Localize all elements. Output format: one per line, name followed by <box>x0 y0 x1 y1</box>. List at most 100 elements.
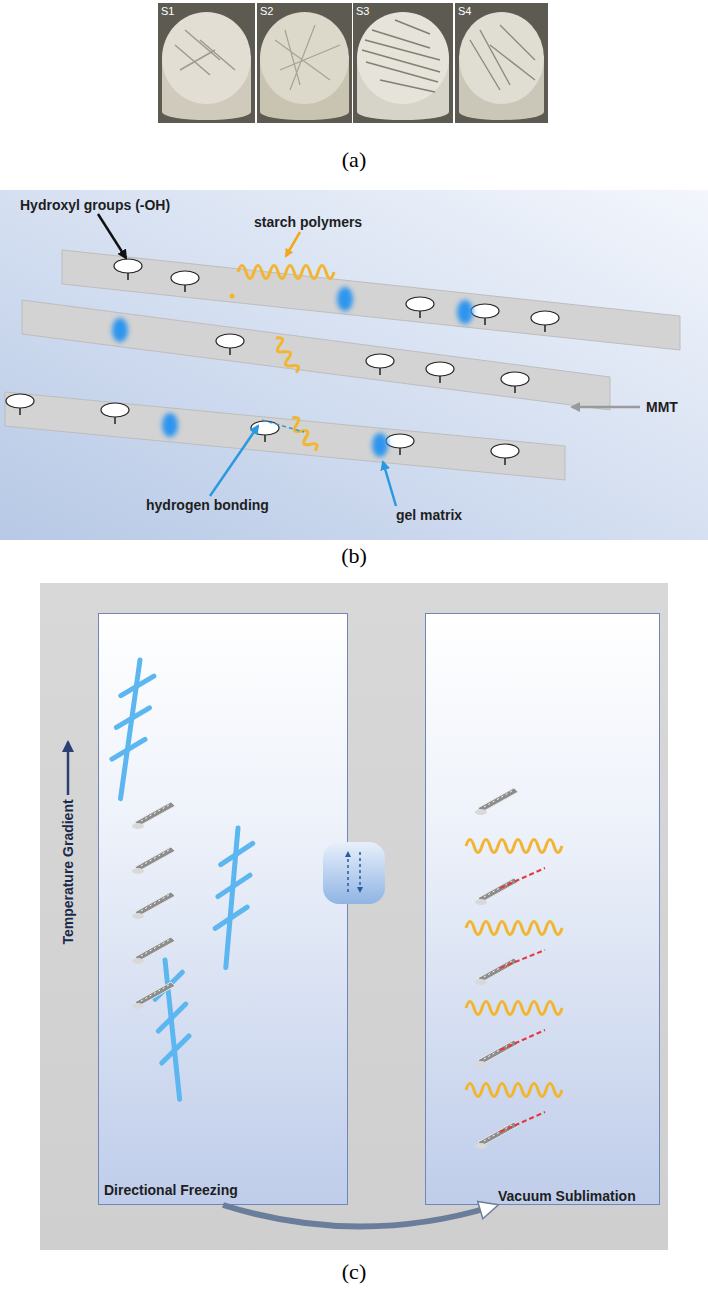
sample-photo: S3 <box>353 3 453 123</box>
panel-c-background <box>40 583 668 1250</box>
clay-flake <box>132 802 175 829</box>
sample-cylinder <box>162 12 251 120</box>
starch-coil <box>288 415 319 454</box>
ice-dendrite <box>212 827 254 969</box>
bond-line <box>500 950 545 968</box>
ice-dendrite <box>151 958 195 1100</box>
bond-line <box>500 1030 545 1050</box>
hydroxyl-symbol <box>386 434 414 455</box>
leader-arrow <box>98 214 126 258</box>
axis-label: Temperature Gradient <box>60 799 76 944</box>
bond-line <box>500 868 545 888</box>
gel-blob <box>162 413 178 437</box>
process-panel: Directional Freezing <box>98 613 348 1205</box>
hydroxyl-symbol <box>491 444 519 465</box>
callout-label: Hydroxyl groups (-OH) <box>20 197 170 213</box>
mid-symbol <box>323 842 385 904</box>
clay-flake <box>475 788 518 815</box>
panel-letter: (b) <box>341 543 367 569</box>
clay-flake <box>132 937 175 964</box>
mmt-layers <box>5 250 680 480</box>
starch-coil <box>272 336 301 376</box>
hydroxyl-symbol <box>426 362 454 383</box>
panel-b-background <box>0 190 708 540</box>
sample-cylinder <box>459 12 544 120</box>
sample-label: S1 <box>161 5 174 17</box>
gel-blob <box>112 318 128 342</box>
hydrogen-bond-line <box>262 420 304 432</box>
hydroxyl-symbol <box>471 304 499 325</box>
panel-letter: (c) <box>342 1259 366 1285</box>
sample-label: S2 <box>260 5 273 17</box>
hydroxyl-symbol <box>501 372 529 393</box>
hydroxyl-symbol <box>531 311 559 332</box>
gel-blob <box>457 300 473 324</box>
sample-photo: S2 <box>257 3 352 123</box>
leader-arrow <box>286 232 300 256</box>
starch-coil <box>238 266 334 279</box>
dashed-arrow <box>347 852 349 892</box>
leader-arrow <box>383 462 396 506</box>
sublimated-structure <box>466 788 562 1149</box>
starch-coil <box>466 922 562 935</box>
hydroxyl-symbol <box>6 394 34 415</box>
process-arrow <box>223 1205 491 1227</box>
oriented-symbol <box>323 842 385 904</box>
sample-photos <box>162 12 544 120</box>
hydroxyl-symbol <box>101 403 129 424</box>
clay-flake <box>132 847 175 874</box>
leader-arrow <box>210 426 258 496</box>
hydroxyl-groups <box>6 259 559 465</box>
ice-crystals <box>107 658 254 1101</box>
bond-line <box>500 1112 545 1132</box>
hydroxyl-symbol <box>251 421 279 442</box>
leader-arrows <box>98 214 640 506</box>
clay-flake <box>132 892 175 919</box>
clay-flake <box>475 1040 518 1067</box>
leader-arrow <box>572 406 640 409</box>
sample-photo: S1 <box>158 3 255 123</box>
sample-cylinder <box>357 12 449 120</box>
gel-blob <box>337 287 353 311</box>
sample-photo: S4 <box>455 3 548 123</box>
gel-blob <box>372 433 388 457</box>
hydroxyl-symbol <box>406 297 434 318</box>
mmt-plate <box>5 392 565 480</box>
clay-flakes-left <box>132 802 175 1009</box>
mmt-plate <box>62 250 680 350</box>
clay-flake <box>132 982 175 1009</box>
starch-coil <box>466 1084 562 1097</box>
starch-coil <box>466 1002 562 1015</box>
starch-coil <box>466 840 562 853</box>
hydroxyl-symbol <box>216 334 244 355</box>
starch-polymers <box>230 266 335 454</box>
sample-label: S3 <box>356 5 369 17</box>
hydroxyl-symbol <box>171 271 199 292</box>
process-panel: Vacuum Sublimation <box>425 613 660 1205</box>
gel-matrix-blobs <box>112 287 473 457</box>
sample-cylinder <box>260 12 349 120</box>
starch-dot <box>230 294 235 299</box>
hydroxyl-symbol <box>366 354 394 375</box>
callout-label: gel matrix <box>396 507 462 523</box>
callout-label: hydrogen bonding <box>146 497 269 513</box>
step-label: Vacuum Sublimation <box>498 1188 636 1204</box>
callout-label: MMT <box>646 399 678 415</box>
hydroxyl-symbol <box>114 259 142 280</box>
clay-flake <box>475 1122 518 1149</box>
clay-flake <box>475 878 518 905</box>
sample-label: S4 <box>458 5 471 17</box>
callout-label: starch polymers <box>254 214 362 230</box>
ice-dendrite <box>107 658 156 801</box>
step-label: Directional Freezing <box>104 1182 238 1198</box>
panel-letter: (a) <box>342 147 366 173</box>
dashed-arrow <box>359 852 361 892</box>
clay-flake <box>475 958 518 985</box>
gradient-arrow <box>67 742 70 795</box>
mmt-plate <box>22 300 610 410</box>
